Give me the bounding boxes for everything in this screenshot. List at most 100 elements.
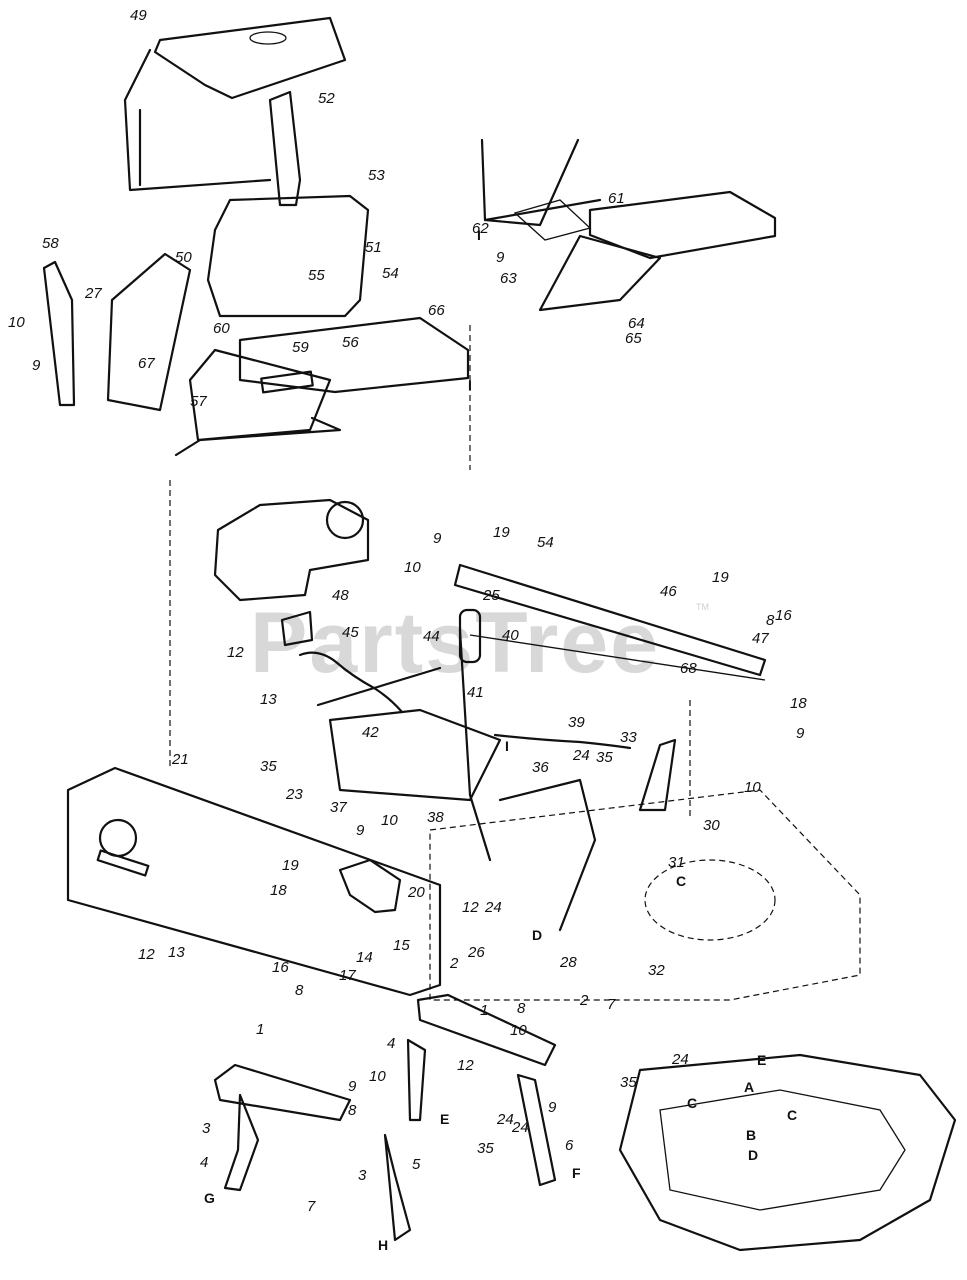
part-callout-24: 24 bbox=[671, 1051, 689, 1068]
connection-tag-E: E bbox=[757, 1052, 766, 1068]
part-callout-51: 51 bbox=[365, 239, 382, 256]
seat-back-bracket bbox=[123, 48, 272, 192]
part-callout-10: 10 bbox=[744, 779, 761, 796]
part-callout-25: 25 bbox=[482, 587, 500, 604]
shift-lever bbox=[268, 90, 302, 207]
part-callout-37: 37 bbox=[330, 799, 347, 816]
part-callout-13: 13 bbox=[168, 944, 185, 961]
part-callout-10: 10 bbox=[381, 812, 398, 829]
part-callout-9: 9 bbox=[548, 1099, 557, 1116]
connection-tag-H: H bbox=[378, 1237, 388, 1253]
part-callout-35: 35 bbox=[620, 1074, 637, 1091]
part-callout-8: 8 bbox=[766, 612, 775, 629]
part-callout-12: 12 bbox=[227, 644, 244, 661]
part-callout-31: 31 bbox=[668, 854, 685, 871]
part-callout-18: 18 bbox=[270, 882, 287, 899]
part-callout-27: 27 bbox=[84, 285, 102, 302]
part-callout-7: 7 bbox=[607, 996, 616, 1013]
pump-bracket bbox=[280, 610, 314, 647]
connection-tag-C: C bbox=[687, 1095, 697, 1111]
part-callout-10: 10 bbox=[369, 1068, 386, 1085]
part-callout-36: 36 bbox=[532, 759, 549, 776]
part-callout-23: 23 bbox=[285, 786, 303, 803]
lift-arm-left bbox=[223, 1093, 260, 1192]
lift-arm-right bbox=[516, 1073, 557, 1187]
height-adjust-lever bbox=[638, 738, 677, 812]
linkage-arm bbox=[498, 778, 597, 932]
part-callout-33: 33 bbox=[620, 729, 637, 746]
mower-deck bbox=[618, 1053, 957, 1252]
part-callout-16: 16 bbox=[272, 959, 289, 976]
part-callout-19: 19 bbox=[282, 857, 299, 874]
connection-tag-I: I bbox=[505, 738, 509, 754]
connection-tag-E: E bbox=[440, 1111, 449, 1127]
seat-mount-bracket-alt bbox=[538, 234, 662, 312]
tension-spring bbox=[493, 733, 632, 750]
part-callout-60: 60 bbox=[213, 320, 230, 337]
upper-rail bbox=[453, 563, 767, 677]
connection-tag-F: F bbox=[572, 1165, 581, 1181]
vertical-bracket bbox=[42, 260, 76, 407]
part-callout-26: 26 bbox=[467, 944, 485, 961]
connection-tag-C: C bbox=[676, 873, 686, 889]
seat-mount-bracket bbox=[174, 348, 342, 457]
lift-spring bbox=[298, 651, 404, 714]
seat-frame-rails bbox=[480, 138, 602, 227]
seat-cushion bbox=[206, 194, 370, 318]
control-lever bbox=[458, 628, 492, 862]
part-callout-50: 50 bbox=[175, 249, 192, 266]
part-callout-10: 10 bbox=[510, 1022, 527, 1039]
part-callout-24: 24 bbox=[572, 747, 590, 764]
part-callout-46: 46 bbox=[660, 583, 677, 600]
part-callout-61: 61 bbox=[608, 190, 625, 207]
part-callout-15: 15 bbox=[393, 937, 410, 954]
transaxle-assembly bbox=[213, 498, 767, 932]
part-callout-14: 14 bbox=[356, 949, 373, 966]
part-callout-64: 64 bbox=[628, 315, 645, 332]
frame-shield-slot bbox=[96, 849, 150, 877]
part-callout-20: 20 bbox=[407, 884, 425, 901]
part-callout-66: 66 bbox=[428, 302, 445, 319]
part-callout-35: 35 bbox=[477, 1140, 494, 1157]
frame-shield-hole bbox=[98, 818, 138, 858]
part-callout-42: 42 bbox=[362, 724, 379, 741]
part-callout-13: 13 bbox=[260, 691, 277, 708]
part-callout-12: 12 bbox=[138, 946, 155, 963]
part-callout-9: 9 bbox=[32, 357, 41, 374]
seat-base-plate-alt bbox=[588, 190, 777, 260]
part-callout-1: 1 bbox=[256, 1021, 264, 1038]
part-callout-35: 35 bbox=[260, 758, 277, 775]
part-callout-24: 24 bbox=[511, 1119, 529, 1136]
part-callout-2: 2 bbox=[579, 992, 589, 1009]
part-callout-5: 5 bbox=[412, 1156, 421, 1173]
part-callout-4: 4 bbox=[200, 1154, 208, 1171]
part-callout-12: 12 bbox=[457, 1057, 474, 1074]
watermark-trademark: TM bbox=[696, 602, 709, 612]
part-callout-53: 53 bbox=[368, 167, 385, 184]
part-callout-10: 10 bbox=[404, 559, 421, 576]
part-callout-55: 55 bbox=[308, 267, 325, 284]
part-callout-39: 39 bbox=[568, 714, 585, 731]
part-callout-41: 41 bbox=[467, 684, 484, 701]
seat-slide-bracket bbox=[513, 199, 592, 241]
connection-tag-A: A bbox=[744, 1079, 754, 1095]
deck-outline bbox=[429, 789, 861, 1001]
part-callout-3: 3 bbox=[202, 1120, 211, 1137]
part-callout-62: 62 bbox=[472, 220, 489, 237]
frame-shield bbox=[66, 766, 442, 997]
part-callout-17: 17 bbox=[339, 967, 356, 984]
lift-arm-rear bbox=[383, 1133, 412, 1242]
part-callout-2: 2 bbox=[449, 955, 459, 972]
part-callout-4: 4 bbox=[387, 1035, 395, 1052]
connection-tag-I: I bbox=[477, 227, 481, 243]
seat-assembly bbox=[42, 16, 470, 457]
part-callout-47: 47 bbox=[752, 630, 769, 647]
seat-base-plate bbox=[238, 316, 470, 394]
part-callout-9: 9 bbox=[796, 725, 805, 742]
connection-tag-D: D bbox=[532, 927, 542, 943]
part-callout-59: 59 bbox=[292, 339, 309, 356]
connection-tag-C: C bbox=[787, 1107, 797, 1123]
part-callout-57: 57 bbox=[190, 393, 207, 410]
